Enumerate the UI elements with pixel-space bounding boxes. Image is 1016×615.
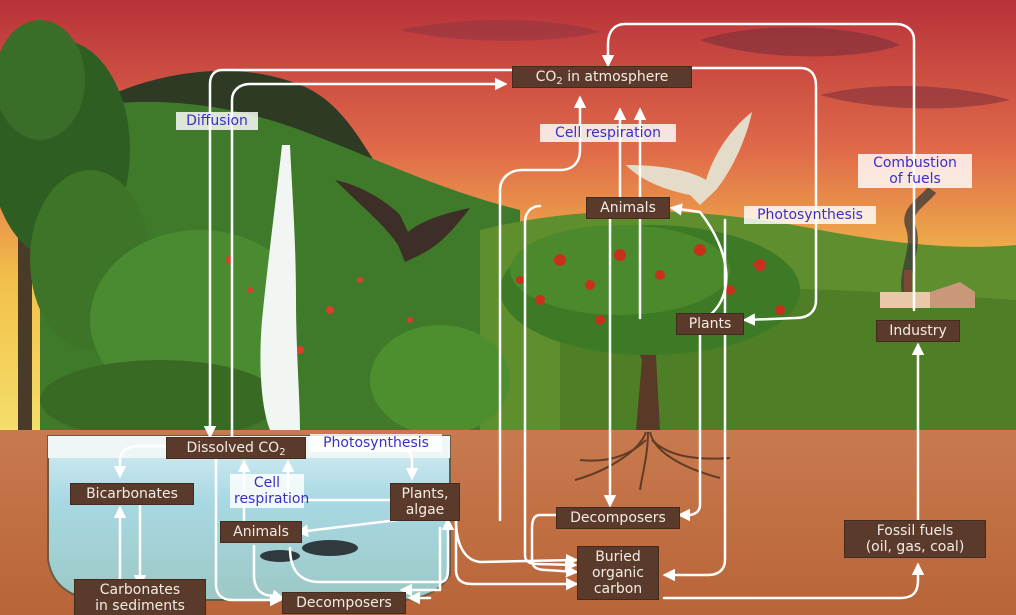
process-combustion: Combustion of fuels xyxy=(858,154,972,188)
node-fossil-fuels: Fossil fuels (oil, gas, coal) xyxy=(844,520,986,558)
process-photosynthesis-water: Photosynthesis xyxy=(310,434,442,452)
node-carbonates: Carbonates in sediments xyxy=(74,579,206,615)
node-dissolved-co2: Dissolved CO2 xyxy=(166,437,306,459)
chimney xyxy=(904,270,912,300)
node-industry: Industry xyxy=(876,320,960,342)
node-buried-carbon: Buried organic carbon xyxy=(577,546,659,600)
cloud xyxy=(700,27,900,57)
node-decomposers-water: Decomposers xyxy=(282,592,406,614)
node-bicarbonates: Bicarbonates xyxy=(70,483,194,505)
hawk xyxy=(626,112,752,205)
cycle-arrows xyxy=(113,22,925,607)
tree-trunk-center xyxy=(600,300,694,430)
node-plants-land: Plants xyxy=(676,313,744,335)
node-co2-atmosphere: CO2 in atmosphere xyxy=(512,66,692,88)
process-cell-respiration-land: Cell respiration xyxy=(540,124,676,142)
waterfall xyxy=(260,145,300,430)
node-decomposers-land: Decomposers xyxy=(556,507,680,529)
process-diffusion: Diffusion xyxy=(176,112,258,130)
fish xyxy=(302,540,358,556)
node-animals-water: Animals xyxy=(220,521,302,543)
process-photosynthesis-land: Photosynthesis xyxy=(744,206,876,224)
node-animals-land: Animals xyxy=(586,197,670,219)
node-plants-algae: Plants, algae xyxy=(390,483,460,521)
bat xyxy=(335,180,470,262)
factory xyxy=(880,292,940,308)
process-cell-respiration-water: Cell respiration xyxy=(230,474,309,508)
cloud xyxy=(400,20,600,41)
